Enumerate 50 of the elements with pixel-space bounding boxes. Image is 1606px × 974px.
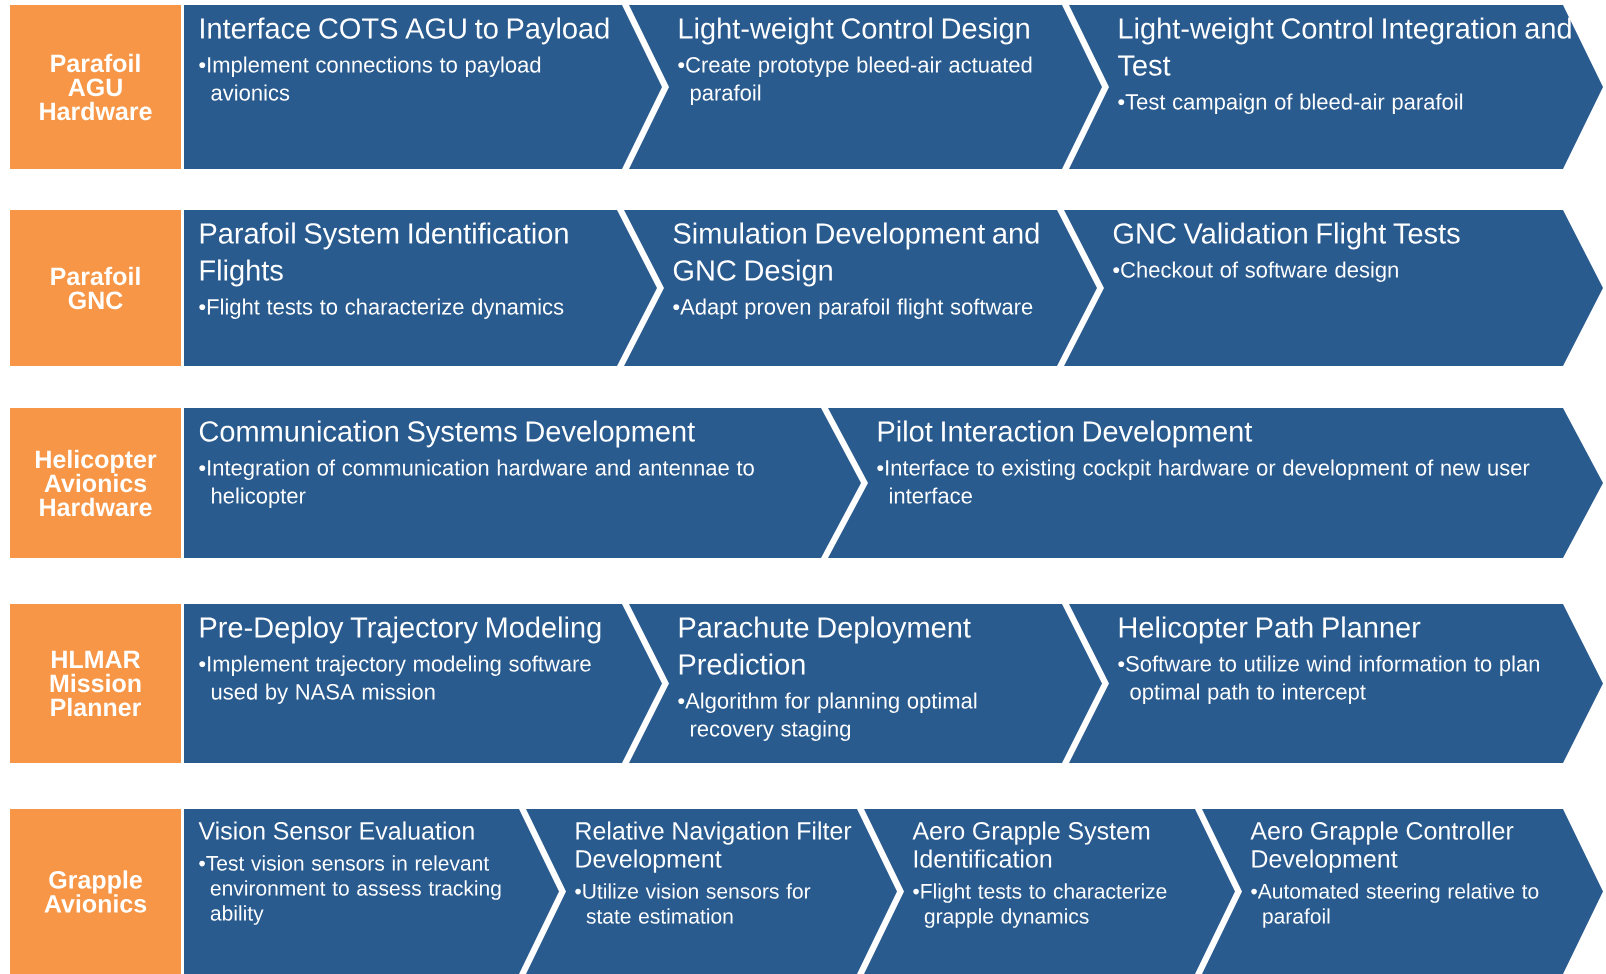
bullet-item: •Test campaign of bleed-air parafoil xyxy=(1118,93,1463,114)
bullet-item: •Implement connections to payload avionics xyxy=(199,56,541,101)
bullet-item: •Implement trajectory modeling software used by NASA mission xyxy=(199,655,591,704)
chevron-heading: Aero Grapple System Identification xyxy=(912,821,1150,868)
bullet-item: •Create prototype bleed-air actuated parafoil xyxy=(678,56,1032,105)
process-step-band xyxy=(184,408,861,558)
bullet-item: •Adapt proven parafoil flight software xyxy=(673,298,1033,319)
process-step-band xyxy=(184,210,657,366)
chevron-heading: Light-weight Control Integration and Test xyxy=(1118,17,1571,76)
chevron-heading: Interface COTS AGU to Payload xyxy=(201,17,609,45)
chevron-heading: Light-weight Control Design xyxy=(679,17,1029,45)
process-step-band xyxy=(864,809,1235,974)
process-step-band xyxy=(1064,210,1603,366)
row-label: HLMAR Mission Planner xyxy=(10,604,181,763)
chevron-heading: GNC Validation Flight Tests xyxy=(1113,222,1460,250)
chevron-heading: Parafoil System Identification Flights xyxy=(200,222,568,287)
process-step-band xyxy=(184,604,662,763)
chevron-heading: Pre-Deploy Trajectory Modeling xyxy=(200,616,601,644)
chevron-heading: Pilot Interaction Development xyxy=(878,420,1253,448)
row-label: Parafoil AGU Hardware xyxy=(10,5,181,169)
chevron-heading: Parachute Deployment Prediction xyxy=(679,616,971,675)
row-label: Grapple Avionics xyxy=(10,809,181,974)
process-step-band xyxy=(1069,5,1603,169)
chevron-heading: Communication Systems Development xyxy=(199,420,695,448)
bullet-item: •Test vision sensors in relevant environment to assess tracking ability xyxy=(199,855,501,925)
chevron-heading: Aero Grapple Controller Development xyxy=(1250,821,1514,873)
process-step-band xyxy=(184,809,559,974)
process-step-band xyxy=(1069,604,1603,763)
bullet-item: •Flight tests to characterize dynamics xyxy=(199,298,564,319)
process-step-band xyxy=(629,604,1102,763)
chevron-heading: Relative Navigation Filter Development xyxy=(576,821,852,873)
chevron-heading: Vision Sensor Evaluation xyxy=(198,821,474,840)
process-step-band xyxy=(828,408,1603,558)
process-step-band xyxy=(526,809,897,974)
process-step-band xyxy=(624,210,1097,366)
chevron-heading: Simulation Development and GNC Design xyxy=(673,222,1039,287)
chevron-heading: Helicopter Path Planner xyxy=(1119,616,1421,644)
bullet-item: •Algorithm for planning optimal recovery staging xyxy=(678,692,977,741)
bullet-item: •Integration of communication hardware and antennae to helicopter xyxy=(199,459,754,508)
bullet-item: •Flight tests to characterize grapple dynamics xyxy=(913,883,1167,928)
process-step-band xyxy=(629,5,1102,169)
bullet-item: •Utilize vision sensors for state estimation xyxy=(575,883,811,924)
bullet-item: •Software to utilize wind information to plan optimal path to intercept xyxy=(1118,655,1539,704)
row-label: Helicopter Avionics Hardware xyxy=(10,408,181,558)
bullet-item: •Automated steering relative to parafoil xyxy=(1251,883,1539,928)
bullet-item: •Checkout of software design xyxy=(1113,261,1398,282)
bullet-item: •Interface to existing cockpit hardware or development of new user interface xyxy=(877,459,1530,504)
process-step-band xyxy=(184,5,662,169)
process-step-band xyxy=(1202,809,1603,974)
row-label: Parafoil GNC xyxy=(10,210,181,366)
